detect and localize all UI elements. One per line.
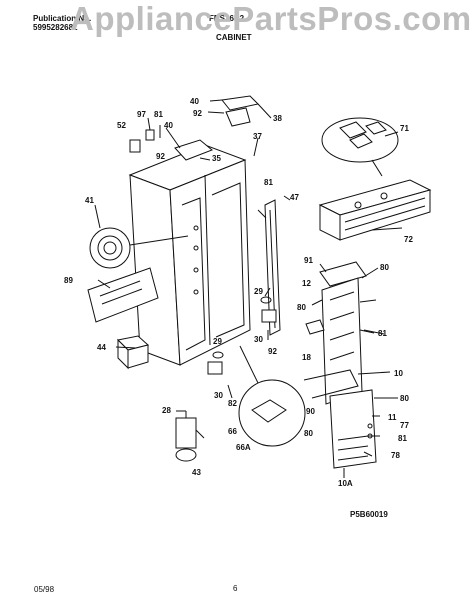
top-brackets: [129, 117, 259, 157]
callout-labels: 40 92 38 97 81 40 52 37 92 35 71 41 81 4…: [64, 97, 413, 488]
callout-66a: 66A: [236, 443, 251, 452]
cabinet-body: [128, 144, 251, 366]
watermark: AppliancePartsPros.com: [70, 0, 470, 37]
callout-29: 29: [213, 337, 222, 346]
publication-label: Publication No.: [33, 14, 92, 23]
callout-41: 41: [85, 196, 94, 205]
model-number: FRS26R2: [209, 14, 245, 23]
callout-40: 40: [190, 97, 199, 106]
callout-10a: 10A: [338, 479, 353, 488]
callout-81: 81: [398, 434, 407, 443]
callout-71: 71: [400, 124, 409, 133]
callout-80: 80: [297, 303, 306, 312]
leader-lines: [94, 99, 403, 457]
callout-18: 18: [302, 353, 311, 362]
callout-80: 80: [304, 429, 313, 438]
callout-92: 92: [268, 347, 277, 356]
publication-number: 5995282681: [33, 23, 78, 32]
callout-35: 35: [212, 154, 221, 163]
callout-82: 82: [228, 399, 237, 408]
callout-81: 81: [154, 110, 163, 119]
callout-38: 38: [273, 114, 282, 123]
callout-47: 47: [290, 193, 299, 202]
callout-92: 92: [193, 109, 202, 118]
panel-89: [87, 267, 159, 323]
callout-11: 11: [388, 413, 397, 422]
lower-hinge-10a: [329, 389, 377, 478]
hinge-assembly: [303, 261, 385, 405]
footer-date: 05/98: [34, 585, 55, 594]
callout-29: 29: [254, 287, 263, 296]
callout-89: 89: [64, 276, 73, 285]
callout-66: 66: [228, 427, 237, 436]
callout-80: 80: [400, 394, 409, 403]
callout-81: 81: [378, 329, 387, 338]
callout-81: 81: [264, 178, 273, 187]
block-44: [116, 335, 150, 370]
callout-72: 72: [404, 235, 413, 244]
callout-37: 37: [253, 132, 262, 141]
callout-97: 97: [137, 110, 146, 119]
valve-43: [175, 411, 205, 462]
trim-72: [318, 179, 432, 241]
callout-78: 78: [391, 451, 400, 460]
callout-43: 43: [192, 468, 201, 477]
detail-circle: [238, 345, 306, 447]
diagram-code: P5B60019: [350, 510, 388, 519]
callout-30: 30: [214, 391, 223, 400]
callout-12: 12: [302, 279, 311, 288]
callout-77: 77: [400, 421, 409, 430]
drawing-lines: [87, 95, 432, 478]
callout-80: 80: [380, 263, 389, 272]
top-hinges: [165, 95, 260, 161]
parts-71: [321, 117, 399, 177]
callout-52: 52: [117, 121, 126, 130]
callout-44: 44: [97, 343, 106, 352]
rail-47: [257, 199, 281, 336]
callout-10: 10: [394, 369, 403, 378]
callout-30: 30: [254, 335, 263, 344]
callout-90: 90: [306, 407, 315, 416]
callout-92: 92: [156, 152, 165, 161]
lower-brackets: [207, 296, 277, 399]
duct-41: [89, 227, 189, 269]
callout-91: 91: [304, 256, 313, 265]
page-number: 6: [233, 584, 238, 593]
callout-40: 40: [164, 121, 173, 130]
callout-28: 28: [162, 406, 171, 415]
section-title: CABINET: [216, 33, 252, 42]
